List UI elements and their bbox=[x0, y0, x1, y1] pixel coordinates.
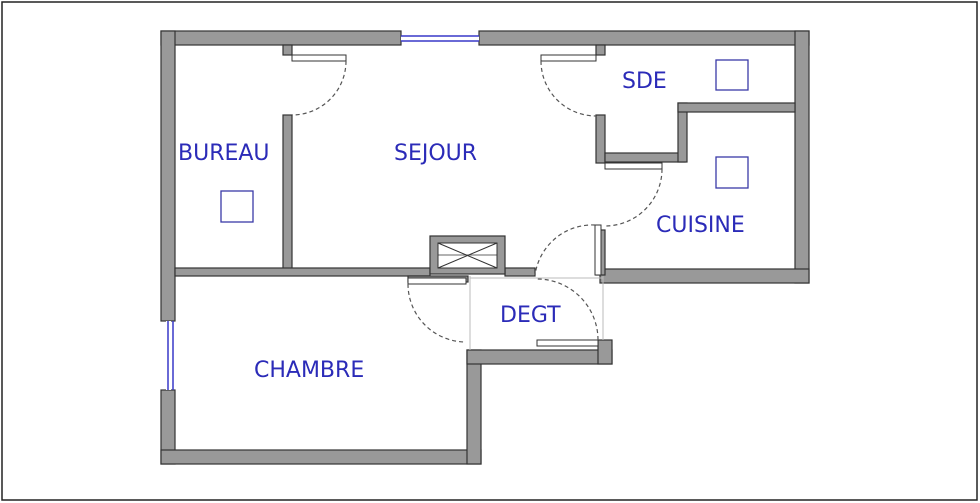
wall-inner bbox=[401, 36, 479, 41]
wall bbox=[282, 44, 293, 56]
wall bbox=[174, 267, 431, 277]
door-leaf bbox=[604, 162, 663, 170]
hatched-box-icon bbox=[429, 235, 506, 275]
room-labels: BUREAU SEJOUR SDE CUISINE DEGT CHAMBRE bbox=[178, 69, 745, 383]
wall bbox=[160, 30, 402, 46]
room-label-cuisine: CUISINE bbox=[656, 213, 745, 238]
wall bbox=[595, 44, 606, 56]
door-leaf bbox=[536, 339, 599, 347]
room-label-chambre: CHAMBRE bbox=[254, 358, 364, 383]
room-label-sejour: SEJOUR bbox=[394, 141, 477, 166]
square-vent-icon bbox=[715, 59, 749, 91]
square-vent-icon bbox=[220, 190, 254, 223]
door-leaf bbox=[407, 277, 467, 285]
door-swing bbox=[534, 224, 596, 276]
wall bbox=[604, 152, 686, 163]
room-label-bureau: BUREAU bbox=[178, 141, 270, 166]
wall bbox=[794, 30, 810, 284]
room-label-sde: SDE bbox=[622, 69, 667, 94]
wall bbox=[504, 267, 536, 277]
door-leaf bbox=[291, 54, 347, 62]
square-vent-icon bbox=[715, 156, 749, 189]
door-leaf bbox=[594, 224, 602, 276]
wall bbox=[466, 349, 482, 465]
doors bbox=[291, 54, 663, 347]
room-label-degt: DEGT bbox=[500, 303, 561, 328]
door-leaf bbox=[540, 54, 597, 62]
wall bbox=[597, 339, 613, 365]
door-swing bbox=[540, 60, 597, 117]
wall bbox=[466, 349, 613, 365]
door-swing bbox=[291, 60, 347, 116]
vents bbox=[220, 59, 749, 223]
wall bbox=[160, 449, 482, 465]
windows bbox=[167, 35, 479, 390]
wall bbox=[677, 102, 796, 113]
guide-lines bbox=[469, 276, 604, 350]
walls bbox=[160, 30, 810, 465]
duct-cross bbox=[437, 242, 498, 269]
wall bbox=[599, 268, 810, 284]
door-swing bbox=[604, 168, 663, 227]
wall bbox=[595, 114, 606, 164]
wall bbox=[478, 30, 810, 46]
wall bbox=[160, 30, 176, 322]
wall bbox=[282, 114, 293, 271]
door-swing bbox=[407, 283, 467, 343]
